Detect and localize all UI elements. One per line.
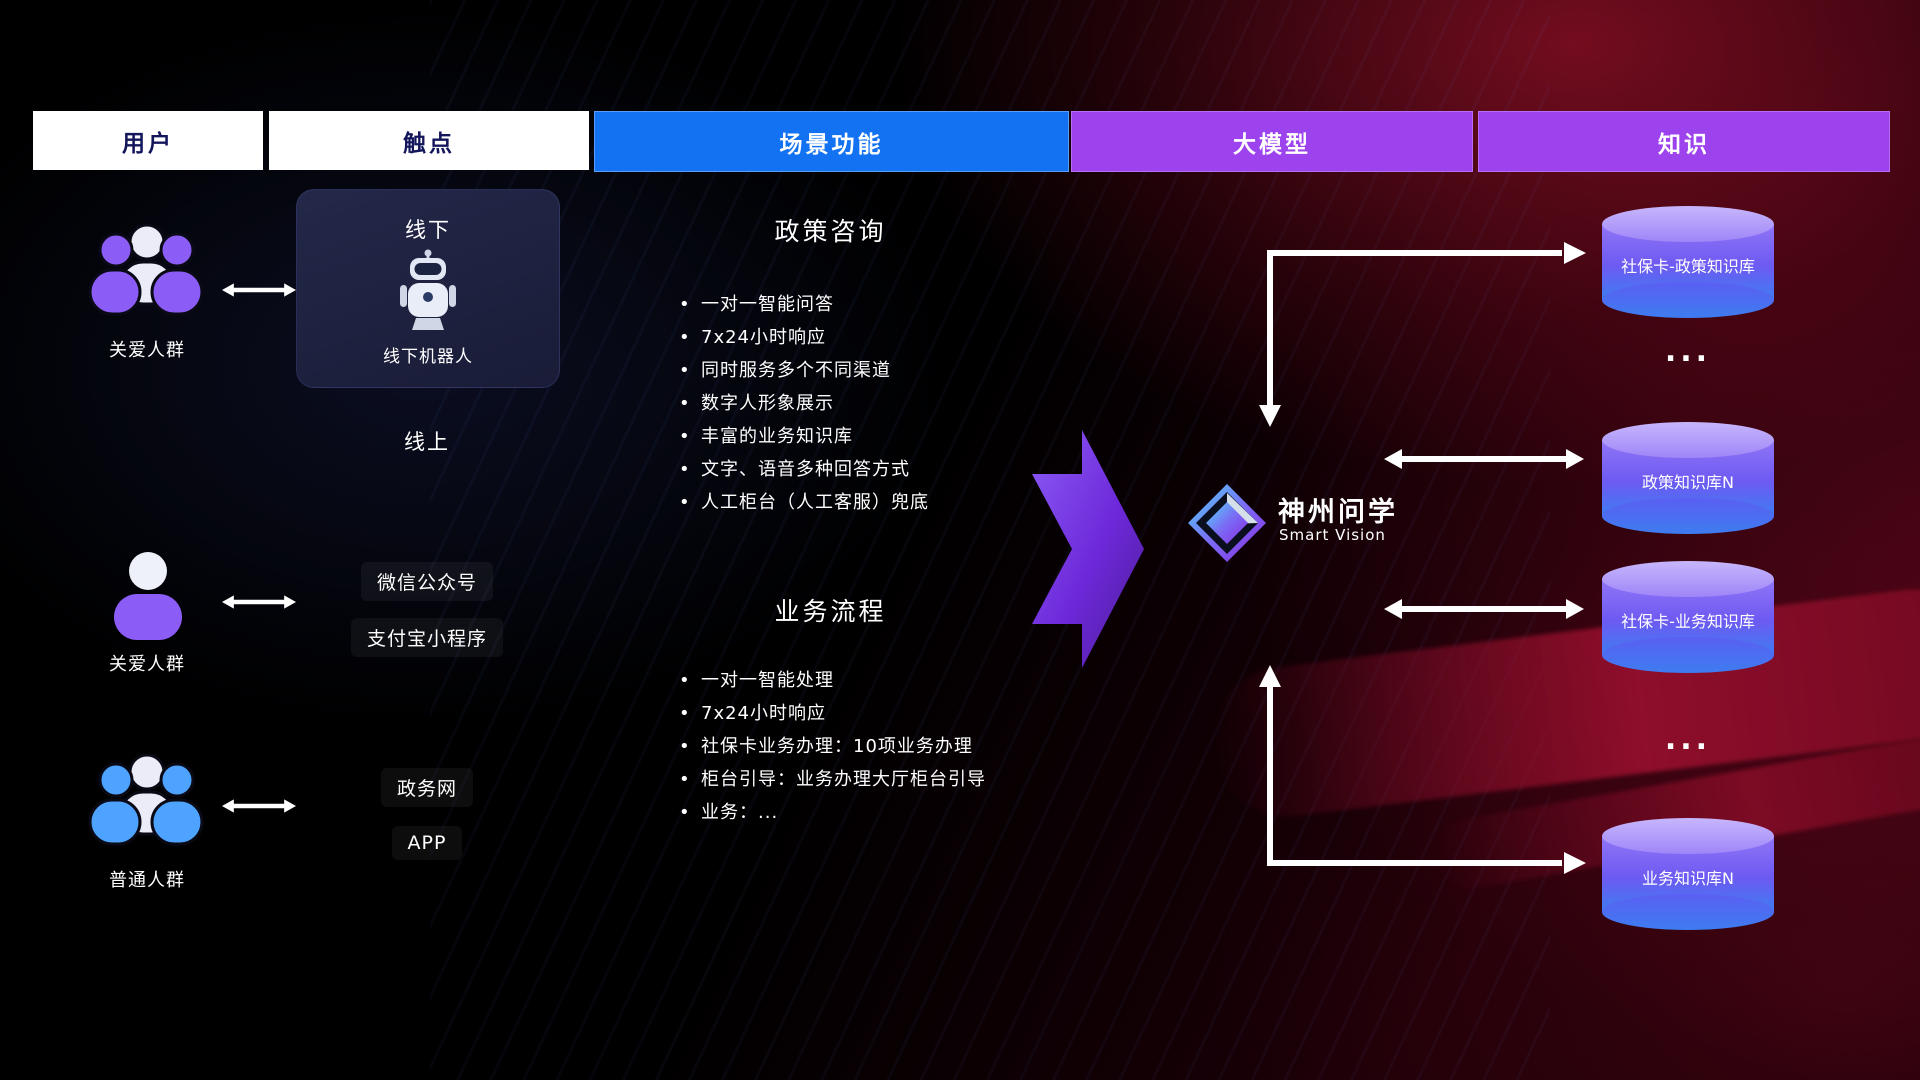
double-arrow-icon bbox=[222, 799, 296, 813]
cylinder-label: 政策知识库N bbox=[1642, 472, 1734, 492]
policy-section-title: 政策咨询 bbox=[774, 217, 887, 246]
header-pill-large-model: 大模型 bbox=[1071, 111, 1473, 172]
robot-icon bbox=[297, 248, 559, 336]
bullet-item: 同时服务多个不同渠道 bbox=[677, 354, 929, 387]
group-people-purple-icon bbox=[88, 223, 204, 316]
header-pill-knowledge: 知识 bbox=[1478, 111, 1890, 172]
user-group-label: 关爱人群 bbox=[109, 340, 185, 361]
bullet-item: 文字、语音多种回答方式 bbox=[677, 453, 929, 486]
background-diagonal-streaks bbox=[430, 0, 1550, 1080]
channel-label: 微信公众号 bbox=[360, 562, 493, 601]
user-group-label: 普通人群 bbox=[109, 870, 185, 891]
channel-label: APP bbox=[391, 826, 463, 860]
double-arrow-icon bbox=[222, 283, 296, 297]
bullet-item: 7x24小时响应 bbox=[677, 321, 929, 354]
offline-robot-card: 线下 线下机器人 bbox=[296, 189, 560, 388]
double-arrow-icon bbox=[222, 595, 296, 609]
cylinder-label: 社保卡-业务知识库 bbox=[1621, 611, 1755, 631]
connector-double-arrow-policy-icon bbox=[1384, 449, 1584, 469]
channel-alipay: 支付宝小程序 bbox=[296, 618, 558, 657]
knowledge-cylinder-policy-n: 政策知识库N bbox=[1602, 422, 1774, 534]
channel-app: APP bbox=[296, 826, 558, 860]
cylinder-label: 社保卡-政策知识库 bbox=[1621, 256, 1755, 276]
header-pill-scene-functions: 场景功能 bbox=[594, 111, 1069, 172]
channel-gov-web: 政务网 bbox=[296, 768, 558, 807]
smart-vision-logo-icon bbox=[1188, 484, 1266, 562]
channel-wechat: 微信公众号 bbox=[296, 562, 558, 601]
model-subtitle: Smart Vision bbox=[1279, 526, 1386, 544]
bullet-item: 柜台引导：业务办理大厅柜台引导 bbox=[677, 763, 986, 796]
connector-double-arrow-business-icon bbox=[1384, 599, 1584, 619]
offline-title: 线下 bbox=[405, 218, 451, 242]
single-person-purple-icon bbox=[114, 552, 182, 640]
channel-label: 政务网 bbox=[380, 768, 473, 807]
policy-bullet-list: 一对一智能问答7x24小时响应同时服务多个不同渠道数字人形象展示丰富的业务知识库… bbox=[677, 288, 929, 519]
ellipsis-dots: ... bbox=[1664, 722, 1712, 757]
header-label: 触点 bbox=[403, 130, 455, 157]
bullet-item: 社保卡业务办理：10项业务办理 bbox=[677, 730, 986, 763]
header-label: 用户 bbox=[122, 130, 174, 157]
header-label: 大模型 bbox=[1233, 131, 1311, 158]
cylinder-label: 业务知识库N bbox=[1642, 868, 1734, 888]
header-label: 知识 bbox=[1658, 131, 1710, 158]
header-pill-users: 用户 bbox=[33, 111, 263, 170]
bullet-item: 一对一智能问答 bbox=[677, 288, 929, 321]
channel-label: 支付宝小程序 bbox=[350, 618, 503, 657]
flow-arrow-icon bbox=[1032, 430, 1144, 668]
bullet-item: 丰富的业务知识库 bbox=[677, 420, 929, 453]
knowledge-cylinder-business-n: 业务知识库N bbox=[1602, 818, 1774, 930]
bullet-item: 人工柜台（人工客服）兜底 bbox=[677, 486, 929, 519]
model-name: 神州问学 bbox=[1278, 497, 1398, 528]
group-people-blue-icon bbox=[88, 753, 204, 846]
connector-elbow-top-icon bbox=[1259, 242, 1586, 427]
user-group-label: 关爱人群 bbox=[109, 654, 185, 675]
bullet-item: 业务：... bbox=[677, 796, 986, 829]
header-label: 场景功能 bbox=[779, 131, 884, 158]
bullet-item: 一对一智能处理 bbox=[677, 664, 986, 697]
ellipsis-dots: ... bbox=[1664, 334, 1712, 369]
knowledge-cylinder-policy-ssc: 社保卡-政策知识库 bbox=[1602, 206, 1774, 318]
offline-caption: 线下机器人 bbox=[383, 347, 473, 367]
header-pill-touchpoints: 触点 bbox=[269, 111, 589, 170]
business-section-title: 业务流程 bbox=[774, 597, 887, 626]
connector-elbow-bottom-icon bbox=[1259, 665, 1586, 874]
knowledge-cylinder-business-ssc: 社保卡-业务知识库 bbox=[1602, 561, 1774, 673]
bullet-item: 7x24小时响应 bbox=[677, 697, 986, 730]
business-bullet-list: 一对一智能处理7x24小时响应社保卡业务办理：10项业务办理柜台引导：业务办理大… bbox=[677, 664, 986, 829]
online-label: 线上 bbox=[404, 430, 450, 454]
bullet-item: 数字人形象展示 bbox=[677, 387, 929, 420]
